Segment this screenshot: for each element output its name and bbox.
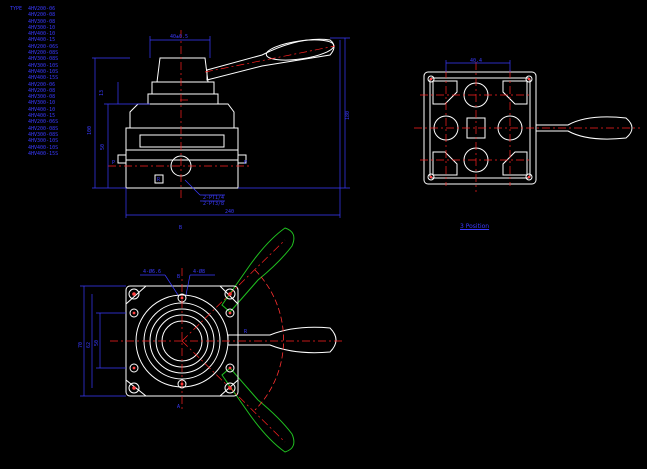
type-list-item: 4HV200-06S <box>28 43 59 50</box>
type-list-item: 4HV300-08S <box>28 56 59 63</box>
type-list-item: 4HV400-15 <box>28 113 56 120</box>
type-list-item: 4HV300-10S <box>28 138 59 145</box>
top-view <box>125 227 337 453</box>
type-list-item: 4HV200-08 <box>28 87 56 94</box>
port-r-box <box>154 174 164 184</box>
front-dim-top: 40±0.5 <box>170 34 188 40</box>
type-list-item: 4HV400-10S <box>28 144 59 151</box>
type-list-item: 4HV400-10S <box>28 68 59 75</box>
type-list-item: 4HV400-10 <box>28 106 56 113</box>
valve-plate <box>139 134 225 148</box>
valve-neck <box>151 81 215 95</box>
type-list-item: 4HV200-08 <box>28 12 56 19</box>
top-dim-left1: 70 <box>78 342 84 348</box>
type-list-item: 4HV200-08S <box>28 50 59 57</box>
side-caption: 3 Position <box>460 223 490 230</box>
type-list-header: TYPE <box>10 6 23 12</box>
front-note-2: 2-PT3/8 <box>203 201 224 207</box>
type-list-item: 4HV200-06S <box>28 119 59 126</box>
type-list-item: 4HV300-08S <box>28 131 59 138</box>
type-list-item: 4HV300-08 <box>28 18 56 25</box>
type-list-item: 4HV300-10 <box>28 24 56 31</box>
valve-cap <box>156 57 209 83</box>
front-dim-bottom: 240 <box>225 209 234 215</box>
rotation-arc <box>254 269 284 411</box>
type-list-item: 4HV400-15S <box>28 75 59 82</box>
handle-grip <box>265 39 335 61</box>
handle-lever <box>206 38 335 81</box>
top-dims: 4-Ø6.6 4-Ø8 70 62 50 B A R <box>78 268 248 410</box>
side-handle <box>535 116 633 140</box>
type-list-item: 4HV400-15S <box>28 150 59 157</box>
type-list-item: 4HV200-06 <box>28 6 56 12</box>
side-dim-top: 40.4 <box>470 58 482 64</box>
top-label-r: R <box>244 329 248 335</box>
type-list-item: 4HV400-10 <box>28 31 56 38</box>
handle-alt-positions <box>221 227 295 453</box>
front-dim-right: 180 <box>345 111 351 120</box>
front-view <box>117 38 335 189</box>
type-list-item: 4HV400-15 <box>28 37 56 44</box>
type-list-item: 4HV200-06 <box>28 81 56 88</box>
front-dim-h1: 13 <box>99 90 105 96</box>
type-list-item: 4HV300-10 <box>28 100 56 107</box>
top-dim-a: 4-Ø6.6 <box>143 268 161 275</box>
port-p-left: P <box>112 160 115 166</box>
top-label-b: B <box>177 274 180 280</box>
top-dim-left3: 50 <box>94 340 100 346</box>
top-handle <box>227 326 337 354</box>
port-p-right: P <box>244 160 247 166</box>
front-axis-label: B <box>179 225 182 231</box>
top-dim-b: 4-Ø8 <box>193 268 205 275</box>
valve-body <box>125 127 239 189</box>
type-list-item: 4HV200-08S <box>28 125 59 132</box>
type-list-item: 4HV300-08 <box>28 94 56 101</box>
front-dim-h3: 50 <box>100 144 106 150</box>
top-label-a: A <box>177 404 180 410</box>
front-dim-h2: 100 <box>87 126 93 135</box>
valve-body-top <box>129 103 235 129</box>
front-note-1: 2-PT1/4 <box>203 195 224 201</box>
valve-collar <box>147 93 219 105</box>
type-list-item: 4HV300-10S <box>28 62 59 69</box>
front-dims: 40±0.5 13 100 50 180 240 R P P 2-PT1/4 2… <box>87 34 351 231</box>
top-dim-left2: 62 <box>86 342 92 348</box>
port-r-label: R <box>157 177 161 183</box>
